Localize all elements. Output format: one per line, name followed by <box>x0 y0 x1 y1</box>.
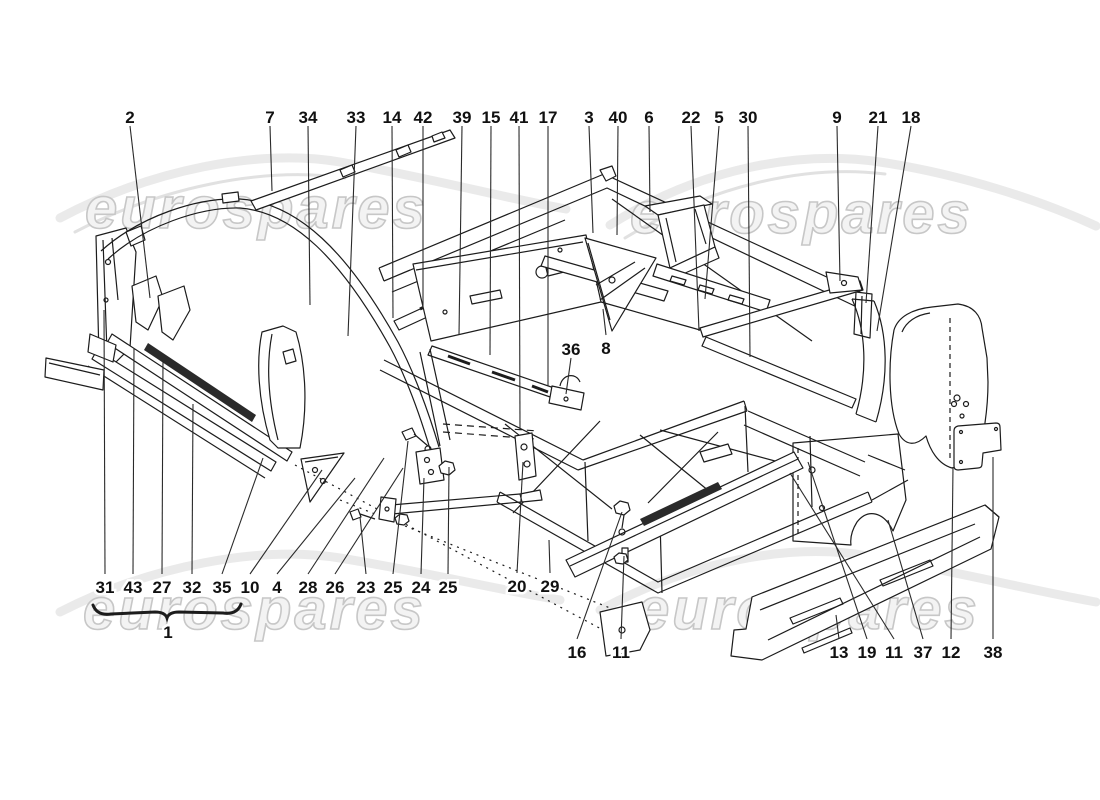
watermark-text-2: eurospares <box>83 577 426 642</box>
leader-line-27 <box>161 357 164 575</box>
part-number-36-19[interactable]: 36 <box>559 338 583 362</box>
leader-line-37 <box>887 519 924 640</box>
leader-line-16 <box>576 511 623 640</box>
part-number-26-29[interactable]: 26 <box>323 576 347 600</box>
part-number-21-17[interactable]: 21 <box>866 106 890 130</box>
part-number-30-15[interactable]: 30 <box>736 106 760 130</box>
sill-panels <box>566 452 999 660</box>
part-number-15-7[interactable]: 15 <box>479 106 503 130</box>
part-number-3-10[interactable]: 3 <box>582 106 596 130</box>
part-number-35-25[interactable]: 35 <box>210 576 234 600</box>
leader-line-40 <box>616 125 619 236</box>
leader-line-21 <box>865 125 879 304</box>
part-number-37-41[interactable]: 37 <box>911 641 935 665</box>
leader-line-3 <box>588 125 594 234</box>
leader-line-13 <box>835 614 840 640</box>
part-number-13-38[interactable]: 13 <box>827 641 851 665</box>
leader-line-20 <box>516 461 524 574</box>
leader-line-12 <box>950 466 954 640</box>
part-number-32-24[interactable]: 32 <box>180 576 204 600</box>
part-number-39-6[interactable]: 39 <box>450 106 474 130</box>
part-number-38-43[interactable]: 38 <box>981 641 1005 665</box>
leader-line-36 <box>565 357 572 395</box>
leader-line-24 <box>420 477 425 575</box>
part-number-19-39[interactable]: 19 <box>855 641 879 665</box>
leader-line-22 <box>690 125 700 332</box>
part-number-5-14[interactable]: 5 <box>712 106 726 130</box>
leader-line-5 <box>704 125 720 300</box>
watermark-swoosh <box>55 153 1100 617</box>
leader-line-11 <box>789 472 895 640</box>
part-number-6-12[interactable]: 6 <box>642 106 656 130</box>
leader-line-15 <box>489 125 492 356</box>
leader-line-11 <box>620 555 625 640</box>
part-number-29-35[interactable]: 29 <box>538 575 562 599</box>
part-number-22-13[interactable]: 22 <box>679 106 703 130</box>
part-number-41-8[interactable]: 41 <box>507 106 531 130</box>
leader-line-41 <box>518 125 521 431</box>
leader-line-25 <box>392 440 409 575</box>
leader-line-31 <box>103 309 106 575</box>
leader-lines <box>103 125 994 640</box>
part-number-40-11[interactable]: 40 <box>606 106 630 130</box>
part-number-33-3[interactable]: 33 <box>344 106 368 130</box>
part-number-12-42[interactable]: 12 <box>939 641 963 665</box>
part-number-24-32[interactable]: 24 <box>409 576 433 600</box>
part-number-18-18[interactable]: 18 <box>899 106 923 130</box>
leader-line-4 <box>276 477 356 575</box>
leader-line-8 <box>602 308 607 336</box>
part-number-11-37[interactable]: 11 <box>610 641 633 665</box>
leader-line-28 <box>307 457 385 575</box>
leader-line-9 <box>836 125 841 282</box>
leader-line-25 <box>447 466 450 575</box>
leader-line-39 <box>458 125 463 336</box>
leader-line-23 <box>359 516 367 575</box>
brace-part-1 <box>91 602 243 623</box>
leader-line-43 <box>132 347 135 575</box>
leader-line-35 <box>221 457 264 575</box>
leader-line-2 <box>129 125 151 299</box>
leader-line-6 <box>648 125 651 213</box>
part-number-31-21[interactable]: 31 <box>93 576 117 600</box>
part-number-43-22[interactable]: 43 <box>121 576 145 600</box>
leader-line-30 <box>747 125 751 358</box>
leader-line-18 <box>876 125 912 332</box>
part-number-2-0[interactable]: 2 <box>123 106 137 130</box>
leader-line-32 <box>191 403 194 575</box>
hardware <box>350 428 650 656</box>
floor-panel <box>413 235 668 410</box>
leader-line-14 <box>391 125 394 319</box>
leader-line-10 <box>249 469 323 575</box>
part-number-7-1[interactable]: 7 <box>263 106 277 130</box>
part-number-14-4[interactable]: 14 <box>380 106 404 130</box>
leader-line-26 <box>334 467 404 575</box>
part-number-17-9[interactable]: 17 <box>536 106 560 130</box>
part-number-34-2[interactable]: 34 <box>296 106 320 130</box>
part-number-25-31[interactable]: 25 <box>381 576 405 600</box>
part-number-20-34[interactable]: 20 <box>505 575 529 599</box>
part-number-25-33[interactable]: 25 <box>436 576 460 600</box>
side-frame-assembly <box>45 192 645 638</box>
part-number-1[interactable]: 1 <box>161 621 175 645</box>
leader-line-19 <box>807 461 868 640</box>
part-number-28-28[interactable]: 28 <box>296 576 320 600</box>
wheelhouse-panels <box>793 299 1001 545</box>
part-number-9-16[interactable]: 9 <box>830 106 844 130</box>
rear-deck-rail <box>379 166 870 341</box>
part-number-8-20[interactable]: 8 <box>599 337 613 361</box>
leader-line-34 <box>307 125 311 306</box>
part-number-16-36[interactable]: 16 <box>565 641 589 665</box>
part-number-4-27[interactable]: 4 <box>270 576 285 600</box>
leader-line-33 <box>347 125 357 337</box>
part-number-23-30[interactable]: 23 <box>354 576 378 600</box>
part-number-42-5[interactable]: 42 <box>411 106 435 130</box>
leader-line-7 <box>269 125 273 192</box>
brace-line <box>91 602 243 623</box>
part-number-27-23[interactable]: 27 <box>150 576 174 600</box>
leader-line-29 <box>548 539 551 574</box>
part-number-11-40[interactable]: 11 <box>883 641 906 665</box>
part-number-10-26[interactable]: 10 <box>238 576 262 600</box>
